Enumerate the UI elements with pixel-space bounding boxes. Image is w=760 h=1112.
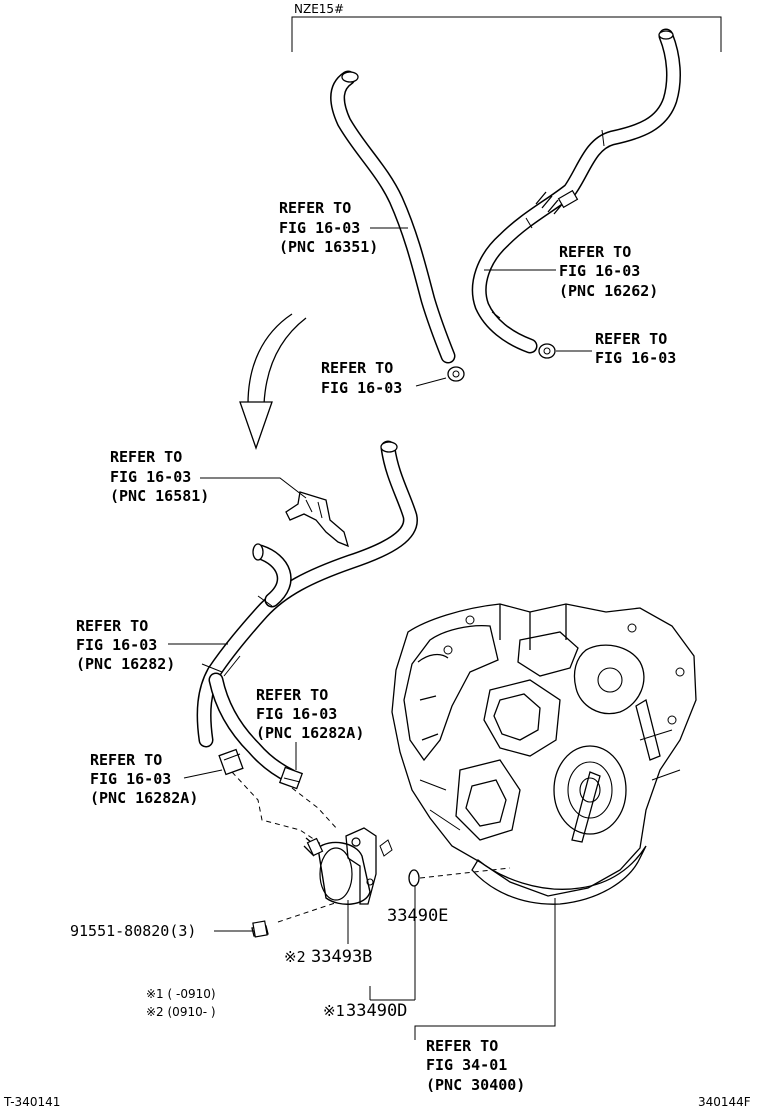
- svg-text:(PNC 16282A): (PNC 16282A): [256, 724, 364, 742]
- svg-text:FIG 16-03: FIG 16-03: [321, 379, 402, 397]
- model-bracket: NZE15#: [291, 2, 722, 52]
- part-gasket: 33490E: [370, 886, 448, 1001]
- svg-text:REFER TO: REFER TO: [256, 686, 328, 704]
- svg-text:33490E: 33490E: [387, 906, 448, 926]
- svg-text:FIG 16-03: FIG 16-03: [279, 219, 360, 237]
- svg-text:33490D: 33490D: [346, 1001, 407, 1021]
- svg-text:※1: ※1: [323, 1002, 345, 1020]
- alignment-lines: [231, 771, 511, 923]
- direction-arrow: [239, 313, 307, 450]
- svg-text:FIG 16-03: FIG 16-03: [110, 468, 191, 486]
- svg-text:FIG 16-03: FIG 16-03: [90, 770, 171, 788]
- svg-text:FIG 34-01: FIG 34-01: [426, 1056, 507, 1074]
- transaxle-assembly: [391, 603, 697, 905]
- oil-cooler: [303, 827, 393, 905]
- svg-text:※2 (0910- ): ※2 (0910- ): [146, 1005, 216, 1019]
- svg-text:(PNC 16282): (PNC 16282): [76, 655, 175, 673]
- label-bracket-16581: REFER TO FIG 16-03 (PNC 16581): [110, 448, 307, 505]
- svg-text:91551-80820(3): 91551-80820(3): [70, 922, 196, 940]
- svg-text:REFER TO: REFER TO: [279, 199, 351, 217]
- svg-text:(PNC 16581): (PNC 16581): [110, 487, 209, 505]
- svg-text:FIG 16-03: FIG 16-03: [76, 636, 157, 654]
- label-hose-16351: REFER TO FIG 16-03 (PNC 16351): [279, 199, 408, 256]
- label-clamp-right: REFER TO FIG 16-03: [556, 330, 676, 367]
- svg-text:(PNC 30400): (PNC 30400): [426, 1076, 525, 1094]
- notes: ※1 ( -0910) ※2 (0910- ): [146, 987, 216, 1019]
- clamp-lower-right: [278, 766, 304, 790]
- gasket-o-ring: [408, 869, 420, 887]
- label-hose-16262: REFER TO FIG 16-03 (PNC 16262): [484, 243, 658, 300]
- svg-text:※1 ( -0910): ※1 ( -0910): [146, 987, 216, 1001]
- svg-text:(PNC 16351): (PNC 16351): [279, 238, 378, 256]
- hose-clamp: [535, 189, 579, 215]
- svg-text:REFER TO: REFER TO: [559, 243, 631, 261]
- svg-text:REFER TO: REFER TO: [76, 617, 148, 635]
- svg-text:(PNC 16262): (PNC 16262): [559, 282, 658, 300]
- label-clamp-16282A-right: REFER TO FIG 16-03 (PNC 16282A): [256, 686, 364, 770]
- part-cooler-assy: ※1 33490D: [323, 986, 407, 1021]
- footer-right-code: 340144F: [698, 1095, 751, 1109]
- hose-bracket: [285, 491, 349, 548]
- label-clamp-16282A-left: REFER TO FIG 16-03 (PNC 16282A): [90, 751, 223, 807]
- svg-text:(PNC 16282A): (PNC 16282A): [90, 789, 198, 807]
- clamp-lower-left: [218, 748, 244, 776]
- upper-right-hose: [471, 28, 681, 354]
- svg-text:FIG 16-03: FIG 16-03: [256, 705, 337, 723]
- label-hose-16282: REFER TO FIG 16-03 (PNC 16282): [76, 617, 228, 673]
- clamp-upper-right: [538, 343, 556, 359]
- part-cooler: ※2 33493B: [284, 900, 372, 967]
- bolt: [251, 920, 269, 938]
- svg-text:REFER TO: REFER TO: [595, 330, 667, 348]
- upper-left-hose: [330, 70, 456, 364]
- svg-text:REFER TO: REFER TO: [321, 359, 393, 377]
- svg-text:REFER TO: REFER TO: [90, 751, 162, 769]
- label-transaxle-30400: REFER TO FIG 34-01 (PNC 30400): [414, 898, 556, 1094]
- label-clamp-mid: REFER TO FIG 16-03: [321, 359, 447, 397]
- svg-text:33493B: 33493B: [311, 947, 372, 967]
- lower-hose: [196, 440, 418, 784]
- svg-text:REFER TO: REFER TO: [426, 1037, 498, 1055]
- part-bolt: 91551-80820(3): [70, 922, 254, 940]
- clamp-upper-mid: [447, 366, 465, 382]
- svg-text:REFER TO: REFER TO: [110, 448, 182, 466]
- svg-text:FIG 16-03: FIG 16-03: [559, 262, 640, 280]
- footer-left-code: T-340141: [3, 1095, 60, 1109]
- svg-text:FIG 16-03: FIG 16-03: [595, 349, 676, 367]
- svg-text:※2: ※2: [284, 948, 306, 966]
- model-label: NZE15#: [294, 2, 344, 16]
